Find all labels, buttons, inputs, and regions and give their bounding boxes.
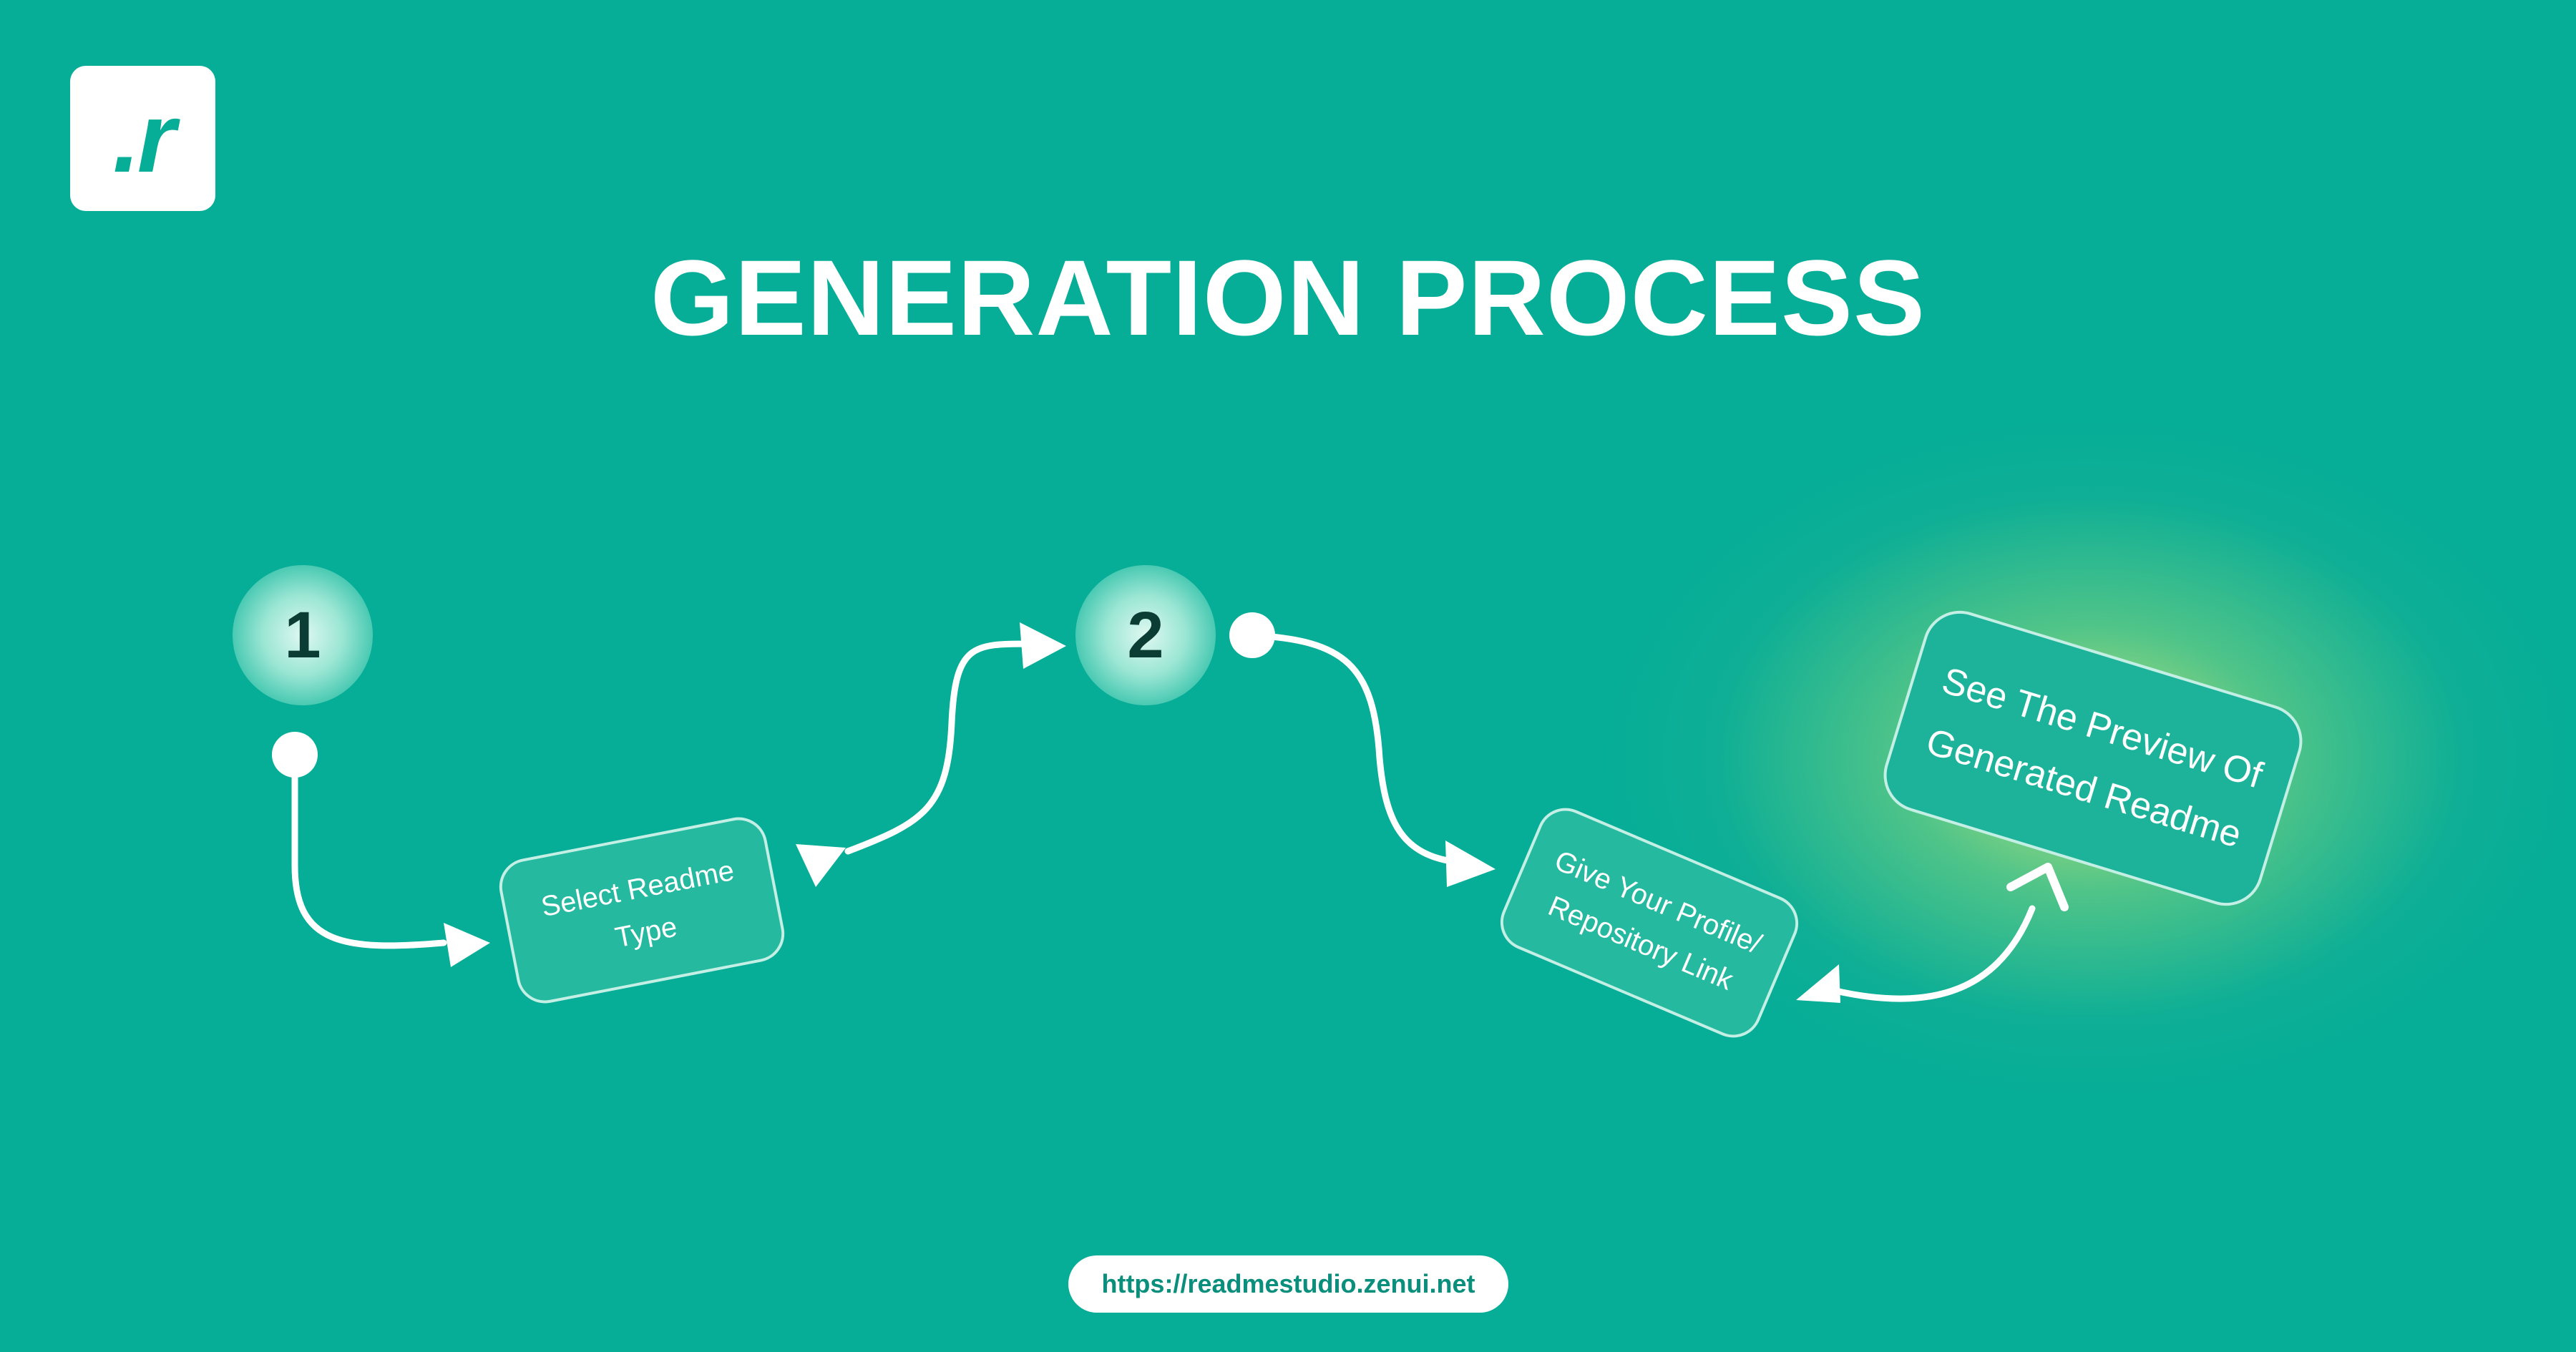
website-link[interactable]: https://readmestudio.zenui.net <box>1068 1255 1508 1313</box>
step-number-2: 2 <box>1127 599 1164 672</box>
step-badge-1: 1 <box>233 565 373 705</box>
arrowhead-2b <box>1020 622 1066 669</box>
card-text: Select Readme Type <box>537 848 746 973</box>
arrowhead-3 <box>1445 841 1496 887</box>
page-title: GENERATION PROCESS <box>650 237 1926 358</box>
logo-text: .r <box>112 83 175 193</box>
connector-path-2 <box>844 640 1034 855</box>
arrowhead-1 <box>444 923 490 967</box>
step-number-1: 1 <box>284 599 321 672</box>
connector-path-4 <box>1832 905 2036 1002</box>
logo[interactable]: .r <box>70 66 215 211</box>
arrowhead-4b <box>2006 863 2069 911</box>
connector-path-1 <box>291 751 447 949</box>
step-badge-2: 2 <box>1075 565 1216 705</box>
arrowhead-2a <box>796 844 846 887</box>
arrowhead-4a <box>1796 964 1840 1003</box>
connector-path-3 <box>1249 632 1460 866</box>
